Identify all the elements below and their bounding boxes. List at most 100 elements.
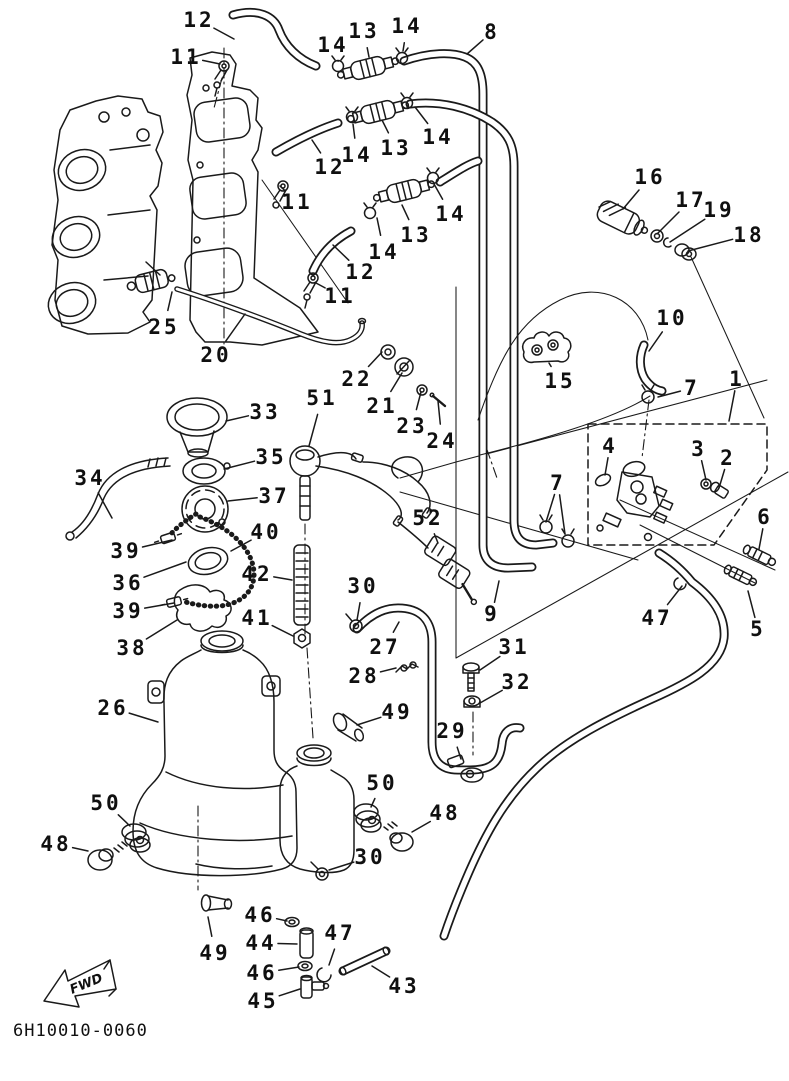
callout-5: 5 — [750, 617, 766, 641]
callout-50: 50 — [90, 791, 122, 815]
callout-46: 46 — [244, 903, 276, 927]
callout-4: 4 — [602, 434, 618, 458]
callout-42: 42 — [241, 562, 273, 586]
bolt-48-right — [383, 821, 414, 852]
return-hose — [338, 548, 729, 976]
callout-48: 48 — [40, 832, 72, 856]
oil-pump — [596, 460, 776, 584]
callout-48: 48 — [429, 801, 461, 825]
callout-49: 49 — [199, 941, 231, 965]
grommet-30b — [310, 861, 329, 881]
oil-level-sensor-52 — [424, 535, 478, 606]
callout-39: 39 — [112, 599, 144, 623]
callout-14: 14 — [368, 240, 400, 264]
callout-14: 14 — [435, 202, 467, 226]
bushing-49-right — [332, 712, 365, 742]
callout-47: 47 — [324, 921, 356, 945]
reservoir-tank — [279, 765, 355, 874]
bolt-31 — [462, 662, 480, 692]
hose-clip-47 — [673, 577, 687, 591]
callout-13: 13 — [348, 19, 380, 43]
callout-25: 25 — [148, 315, 180, 339]
callout-30: 30 — [347, 574, 379, 598]
tank-hose-and-mount — [87, 603, 525, 912]
filler-cap-37 — [181, 485, 229, 533]
callout-31: 31 — [498, 635, 530, 659]
clip-47-bottom — [316, 967, 332, 983]
callout-17: 17 — [675, 188, 707, 212]
callout-11: 11 — [170, 45, 202, 69]
callout-8: 8 — [484, 20, 500, 44]
callout-24: 24 — [426, 429, 458, 453]
callout-11: 11 — [281, 190, 313, 214]
fwd-arrow: FWD — [43, 959, 117, 1008]
callout-20: 20 — [200, 343, 232, 367]
fitting-5 — [723, 564, 758, 587]
callout-28: 28 — [348, 664, 380, 688]
callout-13: 13 — [400, 223, 432, 247]
grommet-30a — [345, 613, 363, 633]
clip-39a — [153, 531, 183, 545]
callout-52: 52 — [412, 506, 444, 530]
callout-12: 12 — [183, 8, 215, 32]
callout-30: 30 — [354, 845, 386, 869]
callout-14: 14 — [391, 14, 423, 38]
tube-44 — [299, 927, 314, 959]
callout-39: 39 — [110, 539, 142, 563]
pump-gasket — [594, 473, 612, 487]
gauge-tube-42 — [293, 544, 311, 626]
bracket-15 — [522, 331, 572, 364]
callout-35: 35 — [255, 445, 287, 469]
pump-bolt — [709, 481, 729, 499]
callout-32: 32 — [501, 670, 533, 694]
pump-clamps — [539, 384, 655, 548]
callout-40: 40 — [250, 520, 282, 544]
callout-36: 36 — [112, 571, 144, 595]
callout-26: 26 — [97, 696, 129, 720]
intake-manifold — [184, 47, 319, 349]
callout-10: 10 — [656, 306, 688, 330]
callout-27: 27 — [369, 635, 401, 659]
callout-33: 33 — [249, 400, 281, 424]
callout-43: 43 — [388, 974, 420, 998]
plug-50-right — [353, 803, 382, 833]
callout-1: 1 — [729, 367, 745, 391]
level-gauge-parts — [289, 445, 478, 739]
callout-11: 11 — [324, 284, 356, 308]
filler-cap-parts — [65, 397, 257, 632]
callout-41: 41 — [241, 606, 273, 630]
callout-50: 50 — [366, 771, 398, 795]
drain-parts — [284, 916, 390, 999]
washer-46a — [284, 916, 300, 928]
callout-47: 47 — [641, 606, 673, 630]
callout-12: 12 — [314, 155, 346, 179]
callout-51: 51 — [306, 386, 338, 410]
part-code: 6H10010-0060 — [13, 1021, 148, 1041]
bolt-48-left — [87, 841, 128, 871]
oil-tank — [132, 630, 355, 891]
gauge-wires — [315, 451, 433, 549]
pump-drive-gear — [596, 200, 697, 261]
callout-46: 46 — [246, 961, 278, 985]
plug-50-left — [121, 823, 151, 853]
elbow-45 — [300, 974, 330, 999]
callout-23: 23 — [396, 414, 428, 438]
callout-12: 12 — [345, 260, 377, 284]
callout-34: 34 — [74, 466, 106, 490]
callout-7: 7 — [550, 471, 566, 495]
gasket-35 — [182, 457, 226, 485]
callout-22: 22 — [341, 367, 373, 391]
hose-10 — [477, 291, 667, 456]
callout-45: 45 — [247, 989, 279, 1013]
callout-15: 15 — [544, 369, 576, 393]
gauge-cap-51 — [289, 445, 321, 521]
clamp-28 — [395, 661, 419, 673]
callout-2: 2 — [720, 446, 736, 470]
cap-chain-40 — [179, 514, 257, 609]
callout-21: 21 — [366, 394, 398, 418]
callout-19: 19 — [703, 198, 735, 222]
callout-7: 7 — [684, 376, 700, 400]
callout-13: 13 — [380, 136, 412, 160]
